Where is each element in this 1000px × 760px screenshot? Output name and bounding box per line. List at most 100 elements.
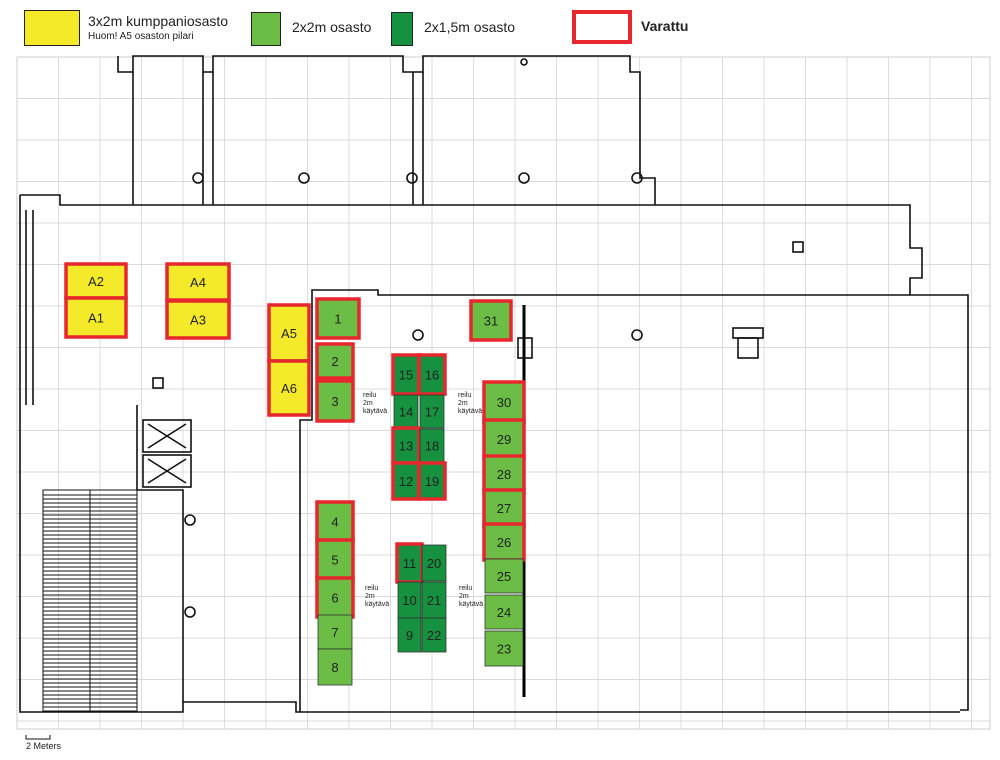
booth-20[interactable]: 20 bbox=[421, 544, 447, 582]
booth-15[interactable]: 15 bbox=[391, 353, 421, 396]
booth-7[interactable]: 7 bbox=[317, 614, 353, 650]
booth-3[interactable]: 3 bbox=[315, 379, 355, 423]
legend-narrow-label: 2x1,5m osasto bbox=[424, 19, 516, 35]
booth-25[interactable]: 25 bbox=[484, 558, 524, 594]
booth-17[interactable]: 17 bbox=[419, 394, 445, 429]
booth-23[interactable]: 23 bbox=[484, 630, 524, 667]
booth-10[interactable]: 10 bbox=[397, 581, 422, 619]
booth-a4[interactable]: A4 bbox=[165, 262, 231, 302]
booth-label: 16 bbox=[425, 368, 439, 383]
booth-29[interactable]: 29 bbox=[482, 418, 526, 460]
reserved-outline bbox=[315, 297, 361, 340]
pillar-corridor bbox=[792, 241, 804, 253]
booth-label: 3 bbox=[331, 394, 338, 409]
booth-fill bbox=[421, 544, 447, 582]
booth-21[interactable]: 21 bbox=[421, 581, 447, 619]
booth-label: 5 bbox=[331, 553, 338, 568]
reserved-outline bbox=[315, 342, 355, 380]
booth-label: A2 bbox=[88, 274, 104, 289]
reserved-outline bbox=[469, 299, 513, 342]
booth-28[interactable]: 28 bbox=[482, 454, 526, 494]
booth-label: 8 bbox=[331, 660, 338, 675]
booth-fill bbox=[393, 394, 419, 429]
booth-30[interactable]: 30 bbox=[482, 380, 526, 424]
booth-label: 12 bbox=[399, 474, 413, 489]
upper-wall bbox=[117, 55, 656, 205]
booth-label: A6 bbox=[281, 381, 297, 396]
legend-reserved-swatch bbox=[572, 10, 632, 44]
booth-fill bbox=[317, 502, 353, 541]
booth-label: 30 bbox=[497, 395, 511, 410]
booth-label: 25 bbox=[497, 569, 511, 584]
outer-border bbox=[16, 56, 991, 730]
booth-label: 21 bbox=[427, 593, 441, 608]
booth-fill bbox=[397, 617, 422, 653]
bottom-wall bbox=[50, 701, 960, 713]
elevator-2 bbox=[142, 454, 192, 488]
booth-16[interactable]: 16 bbox=[417, 353, 447, 396]
reserved-outline bbox=[315, 379, 355, 423]
booth-a1[interactable]: A1 bbox=[64, 296, 128, 339]
booth-19[interactable]: 19 bbox=[417, 461, 447, 501]
reserved-outline bbox=[417, 353, 447, 396]
booth-label: 24 bbox=[497, 605, 511, 620]
booth-12[interactable]: 12 bbox=[391, 461, 421, 501]
booth-fill bbox=[419, 394, 445, 429]
stairs bbox=[42, 489, 138, 713]
column bbox=[406, 172, 418, 184]
column bbox=[518, 172, 530, 184]
booth-label: 18 bbox=[425, 439, 439, 454]
column bbox=[192, 172, 204, 184]
booth-24[interactable]: 24 bbox=[484, 594, 524, 630]
column bbox=[184, 514, 196, 526]
left-outer-wall bbox=[19, 195, 50, 713]
booth-8[interactable]: 8 bbox=[317, 648, 353, 686]
booth-label: A1 bbox=[88, 311, 104, 326]
booth-11[interactable]: 11 bbox=[395, 542, 424, 584]
booth-5[interactable]: 5 bbox=[315, 538, 355, 581]
column bbox=[631, 329, 643, 341]
booth-fill bbox=[421, 581, 447, 619]
column bbox=[184, 606, 196, 618]
hall-top-wall bbox=[311, 289, 910, 296]
reserved-outline bbox=[165, 299, 231, 340]
booth-label: 19 bbox=[425, 474, 439, 489]
booth-2[interactable]: 2 bbox=[315, 342, 355, 380]
booth-a2[interactable]: A2 bbox=[64, 262, 128, 300]
booth-1[interactable]: 1 bbox=[315, 297, 361, 340]
legend: 3x2m kumppaniosasto Huom! A5 osaston pil… bbox=[0, 0, 1000, 50]
booth-9[interactable]: 9 bbox=[397, 617, 422, 653]
booth-26[interactable]: 26 bbox=[482, 522, 526, 562]
booth-label: 26 bbox=[497, 535, 511, 550]
booth-14[interactable]: 14 bbox=[393, 394, 419, 429]
booth-label: 20 bbox=[427, 556, 441, 571]
elevator-1-x2 bbox=[147, 423, 187, 449]
legend-narrow-swatch bbox=[391, 12, 413, 46]
booth-27[interactable]: 27 bbox=[482, 488, 526, 528]
column bbox=[412, 329, 424, 341]
column bbox=[631, 172, 643, 184]
hall-left-wall bbox=[299, 295, 313, 712]
booth-6[interactable]: 6 bbox=[315, 576, 355, 619]
booth-a5[interactable]: A5 bbox=[267, 303, 311, 363]
booth-4[interactable]: 4 bbox=[315, 500, 355, 543]
booth-22[interactable]: 22 bbox=[421, 617, 447, 653]
scale-label: 2 Meters bbox=[26, 741, 62, 751]
booth-18[interactable]: 18 bbox=[419, 428, 445, 463]
booth-label: 29 bbox=[497, 432, 511, 447]
counter-base bbox=[737, 337, 759, 359]
booth-a6[interactable]: A6 bbox=[267, 359, 311, 417]
legend-reserved-label: Varattu bbox=[641, 18, 689, 34]
booth-13[interactable]: 13 bbox=[391, 426, 421, 465]
booth-31[interactable]: 31 bbox=[469, 299, 513, 342]
booth-fill bbox=[484, 420, 524, 458]
booth-a3[interactable]: A3 bbox=[165, 299, 231, 340]
column bbox=[298, 172, 310, 184]
stair-wall bbox=[136, 405, 184, 702]
legend-small-label: 2x2m osasto bbox=[292, 19, 372, 35]
booth-fill bbox=[484, 594, 524, 630]
